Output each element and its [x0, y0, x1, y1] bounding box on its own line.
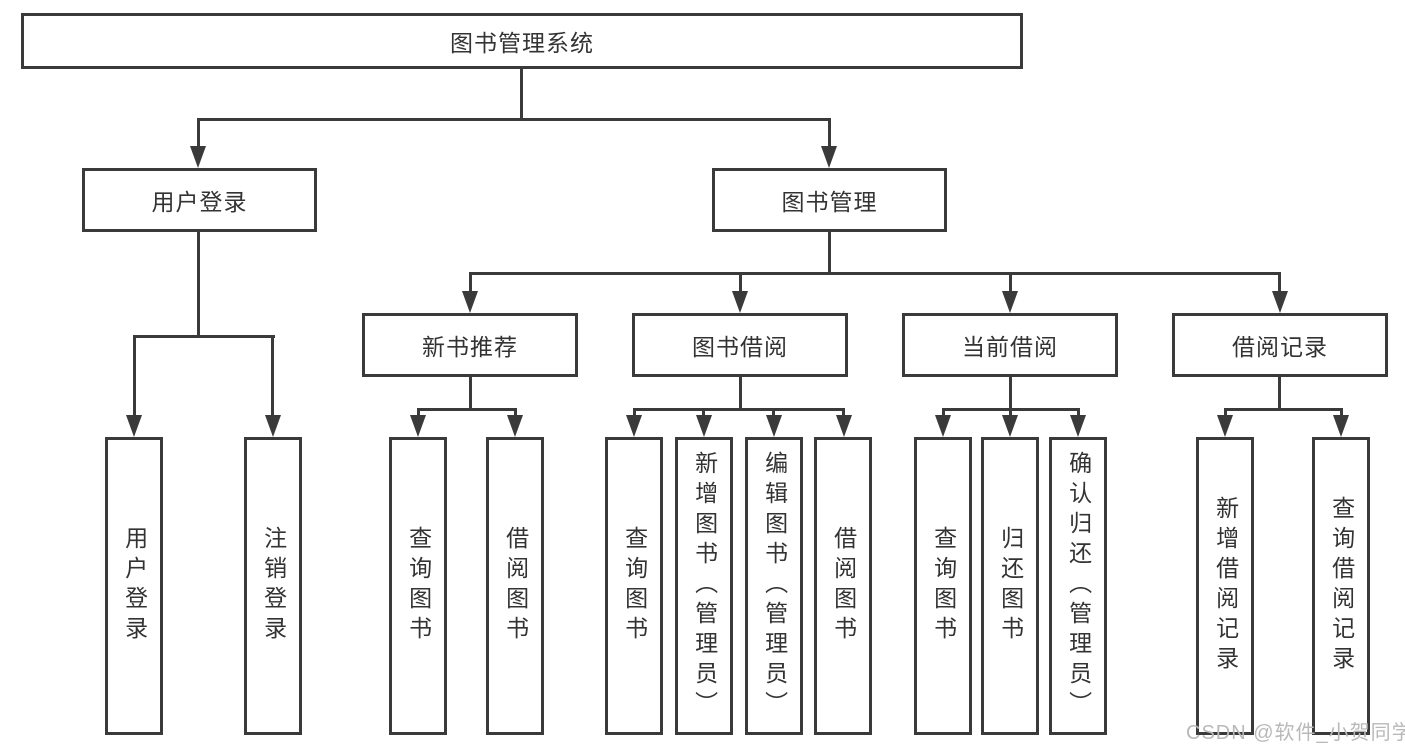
- connector: [828, 118, 831, 150]
- connector: [942, 408, 945, 418]
- connector: [1224, 408, 1227, 418]
- node-user-login: 用户登录: [82, 168, 317, 232]
- watermark-text: CSDN @软件_小贺同学: [1186, 722, 1405, 744]
- leaf-edit-book-admin: 编辑图书（管理员）: [745, 437, 803, 735]
- leaf-add-book-admin-label: 新增图书（管理员）: [691, 451, 718, 721]
- connector: [197, 232, 200, 335]
- leaf-user-login: 用户登录: [105, 437, 163, 735]
- connector: [197, 118, 200, 150]
- leaf-query-borrow-record-label: 查询借阅记录: [1328, 496, 1355, 676]
- connector: [1278, 377, 1281, 408]
- connector: [842, 408, 845, 418]
- connector: [739, 377, 742, 408]
- connector: [1009, 272, 1012, 294]
- leaf-confirm-return-admin: 确认归还（管理员）: [1049, 437, 1107, 735]
- arrow-down-icon: [766, 415, 782, 437]
- arrow-down-icon: [821, 146, 837, 168]
- leaf-recommend-borrow-books-label: 借阅图书: [502, 526, 529, 646]
- leaf-add-borrow-record-label: 新增借阅记录: [1212, 496, 1239, 676]
- leaf-add-borrow-record: 新增借阅记录: [1196, 437, 1254, 735]
- arrow-down-icon: [1333, 415, 1349, 437]
- node-book-management-label: 图书管理: [781, 189, 878, 215]
- leaf-recommend-query-books: 查询图书: [389, 437, 447, 735]
- leaf-return-book: 归还图书: [981, 437, 1039, 735]
- connector: [469, 272, 472, 294]
- leaf-borrowing-borrow-books: 借阅图书: [814, 437, 872, 735]
- connector: [633, 408, 845, 411]
- connector: [271, 335, 274, 419]
- node-library-system: 图书管理系统: [21, 13, 1023, 69]
- arrow-down-icon: [696, 415, 712, 437]
- node-new-book-recommend-label: 新书推荐: [422, 334, 518, 360]
- node-current-borrowing-label: 当前借阅: [962, 334, 1058, 360]
- node-book-borrowing-label: 图书借阅: [692, 334, 788, 360]
- leaf-borrowing-query-books: 查询图书: [605, 437, 663, 735]
- arrow-down-icon: [1002, 415, 1018, 437]
- arrow-down-icon: [462, 291, 478, 313]
- arrow-down-icon: [626, 415, 642, 437]
- arrow-down-icon: [190, 146, 206, 168]
- connector: [1009, 377, 1012, 408]
- leaf-logout-label: 注销登录: [260, 526, 287, 646]
- leaf-query-borrow-record: 查询借阅记录: [1312, 437, 1370, 735]
- arrow-down-icon: [265, 415, 281, 437]
- connector: [702, 408, 705, 418]
- node-new-book-recommend: 新书推荐: [362, 313, 578, 377]
- arrow-down-icon: [410, 415, 426, 437]
- leaf-logout: 注销登录: [244, 437, 302, 735]
- leaf-edit-book-admin-label: 编辑图书（管理员）: [761, 451, 788, 721]
- connector: [469, 377, 472, 408]
- connector: [633, 408, 636, 418]
- connector: [520, 69, 523, 118]
- connector: [1340, 408, 1343, 418]
- leaf-current-query-books-label: 查询图书: [930, 526, 957, 646]
- arrow-down-icon: [935, 415, 951, 437]
- leaf-current-query-books: 查询图书: [914, 437, 972, 735]
- leaf-borrowing-query-books-label: 查询图书: [621, 526, 648, 646]
- arrow-down-icon: [1002, 291, 1018, 313]
- arrow-down-icon: [126, 415, 142, 437]
- node-library-system-label: 图书管理系统: [450, 30, 594, 56]
- arrow-down-icon: [1070, 415, 1086, 437]
- arrow-down-icon: [732, 291, 748, 313]
- connector: [1077, 408, 1080, 418]
- connector: [514, 408, 517, 418]
- connector: [133, 335, 275, 338]
- leaf-borrowing-borrow-books-label: 借阅图书: [830, 526, 857, 646]
- leaf-add-book-admin: 新增图书（管理员）: [675, 437, 733, 735]
- arrow-down-icon: [507, 415, 523, 437]
- connector: [1009, 408, 1012, 418]
- arrow-down-icon: [836, 415, 852, 437]
- arrow-down-icon: [1272, 291, 1288, 313]
- connector: [739, 272, 742, 294]
- leaf-recommend-borrow-books: 借阅图书: [486, 437, 544, 735]
- node-user-login-label: 用户登录: [151, 189, 248, 215]
- connector: [1278, 272, 1281, 294]
- connector: [772, 408, 775, 418]
- connector: [417, 408, 420, 418]
- connector: [133, 335, 136, 419]
- arrow-down-icon: [1217, 415, 1233, 437]
- node-borrowing-records: 借阅记录: [1172, 313, 1388, 377]
- connector: [1224, 408, 1343, 411]
- leaf-confirm-return-admin-label: 确认归还（管理员）: [1065, 451, 1092, 721]
- connector: [417, 408, 517, 411]
- connector: [197, 118, 831, 121]
- node-borrowing-records-label: 借阅记录: [1232, 334, 1328, 360]
- leaf-user-login-label: 用户登录: [121, 526, 148, 646]
- leaf-recommend-query-books-label: 查询图书: [405, 526, 432, 646]
- node-book-management: 图书管理: [712, 168, 947, 232]
- connector: [828, 232, 831, 272]
- node-current-borrowing: 当前借阅: [902, 313, 1118, 377]
- connector: [469, 272, 1281, 275]
- leaf-return-book-label: 归还图书: [997, 526, 1024, 646]
- node-book-borrowing: 图书借阅: [632, 313, 848, 377]
